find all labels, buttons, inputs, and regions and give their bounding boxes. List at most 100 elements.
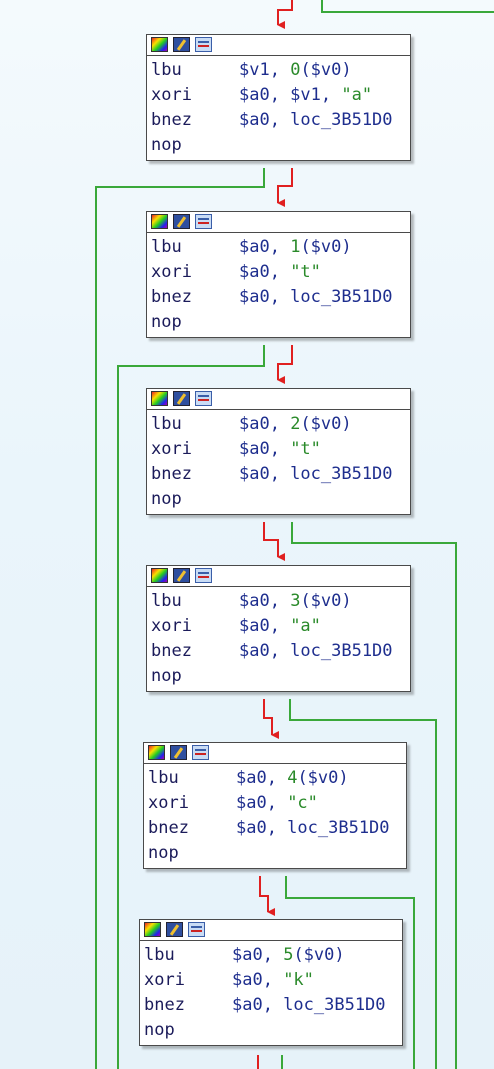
operand: $a0, loc_3B51D0	[239, 287, 393, 307]
opcode: xori	[151, 616, 192, 636]
instruction-line[interactable]: lbu$v1, 0($v0)	[151, 58, 406, 83]
operand: $a0, loc_3B51D0	[239, 641, 393, 661]
instruction-line[interactable]: bnez $a0, loc_3B51D0	[151, 108, 406, 133]
instruction-line[interactable]: nop	[151, 664, 406, 689]
edge-true	[291, 522, 457, 1069]
opcode: lbu	[151, 237, 182, 257]
edge-true	[285, 876, 415, 1069]
edge-false	[259, 876, 275, 916]
instruction-line[interactable]: lbu$a0, 1($v0)	[151, 235, 406, 260]
opcode: xori	[151, 85, 192, 105]
palette-icon[interactable]	[151, 568, 168, 583]
code-block[interactable]: lbu$v1, 0($v0)xori$a0, $v1, "a"bnez $a0, …	[146, 34, 411, 161]
offset-number: 3	[290, 591, 301, 611]
code-block[interactable]: lbu$a0, 2($v0)xori$a0, "t"bnez$a0, loc_3…	[146, 388, 411, 515]
base-register: ($v0)	[297, 768, 349, 788]
code-block[interactable]: lbu$a0, 1($v0)xori$a0, "t"bnez$a0, loc_3…	[146, 211, 411, 338]
xref-icon[interactable]	[195, 214, 212, 229]
instruction-line[interactable]: lbu$a0, 5($v0)	[144, 943, 398, 968]
operand: $a0,	[232, 970, 284, 990]
instruction-line[interactable]: xori$a0, "a"	[151, 614, 406, 639]
palette-icon[interactable]	[151, 391, 168, 406]
string-literal: "a"	[341, 85, 373, 105]
edit-icon[interactable]	[173, 37, 190, 52]
string-literal: "t"	[290, 439, 321, 459]
block-header	[144, 743, 406, 764]
xref-icon[interactable]	[195, 391, 212, 406]
instruction-line[interactable]: xori$a0, "k"	[144, 968, 398, 993]
instruction-line[interactable]: bnez$a0, loc_3B51D0	[151, 462, 406, 487]
code-block[interactable]: lbu$a0, 5($v0)xori$a0, "k"bnez$a0, loc_3…	[139, 919, 403, 1046]
instruction-line[interactable]: lbu$a0, 4($v0)	[148, 766, 402, 791]
operand: $a0,	[236, 793, 288, 813]
opcode: nop	[151, 666, 182, 686]
instruction-line[interactable]: xori$a0, "t"	[151, 260, 406, 285]
block-header	[147, 389, 410, 410]
xref-icon[interactable]	[195, 568, 212, 583]
opcode: bnez	[144, 995, 185, 1015]
opcode: lbu	[144, 945, 175, 965]
opcode: xori	[144, 970, 185, 990]
instruction-line[interactable]: nop	[151, 487, 406, 512]
opcode: bnez	[151, 464, 192, 484]
instruction-line[interactable]: nop	[148, 841, 402, 866]
edit-icon[interactable]	[166, 922, 183, 937]
instruction-line[interactable]: lbu$a0, 2($v0)	[151, 412, 406, 437]
instruction-line[interactable]: xori$a0, "c"	[148, 791, 402, 816]
instruction-line[interactable]: bnez$a0, loc_3B51D0	[144, 993, 398, 1018]
edge-false	[263, 699, 279, 739]
instruction-line[interactable]: lbu$a0, 3($v0)	[151, 589, 406, 614]
instruction-line[interactable]: nop	[151, 310, 406, 335]
operand: $a0, loc_3B51D0	[239, 110, 393, 130]
edge-true	[289, 699, 437, 1069]
edge-true	[321, 0, 494, 13]
opcode: nop	[151, 489, 182, 509]
offset-number: 0	[290, 60, 301, 80]
block-header	[147, 212, 410, 233]
instruction-line[interactable]: nop	[151, 133, 406, 158]
edit-icon[interactable]	[173, 391, 190, 406]
palette-icon[interactable]	[151, 37, 168, 52]
opcode: xori	[148, 793, 189, 813]
xref-icon[interactable]	[188, 922, 205, 937]
base-register: ($v0)	[293, 945, 345, 965]
edge-true	[95, 168, 265, 1069]
instruction-line[interactable]: bnez$a0, loc_3B51D0	[151, 285, 406, 310]
opcode: bnez	[151, 110, 192, 130]
opcode: lbu	[148, 768, 179, 788]
operand: $a0,	[239, 262, 291, 282]
edit-icon[interactable]	[173, 568, 190, 583]
opcode: nop	[144, 1020, 175, 1040]
instruction-line[interactable]: bnez$a0, loc_3B51D0	[148, 816, 402, 841]
operand: $a0, loc_3B51D0	[236, 818, 390, 838]
opcode: nop	[151, 312, 182, 332]
opcode: lbu	[151, 60, 182, 80]
xref-icon[interactable]	[192, 745, 209, 760]
instruction-line[interactable]: xori$a0, "t"	[151, 437, 406, 462]
operand: $a0,	[239, 237, 291, 257]
offset-number: 2	[290, 414, 301, 434]
block-header	[147, 566, 410, 587]
block-header	[147, 35, 410, 56]
instruction-line[interactable]: nop	[144, 1018, 398, 1043]
palette-icon[interactable]	[144, 922, 161, 937]
operand: $a0,	[239, 616, 291, 636]
edge-true	[117, 345, 265, 1069]
block-header	[140, 920, 402, 941]
edge-false	[277, 168, 293, 207]
instruction-line[interactable]: xori$a0, $v1, "a"	[151, 83, 406, 108]
edge-false	[263, 522, 285, 561]
instruction-line[interactable]: bnez$a0, loc_3B51D0	[151, 639, 406, 664]
xref-icon[interactable]	[195, 37, 212, 52]
offset-number: 5	[283, 945, 294, 965]
code-block[interactable]: lbu$a0, 3($v0)xori$a0, "a"bnez$a0, loc_3…	[146, 565, 411, 692]
palette-icon[interactable]	[148, 745, 165, 760]
code-block[interactable]: lbu$a0, 4($v0)xori$a0, "c"bnez$a0, loc_3…	[143, 742, 407, 869]
edit-icon[interactable]	[173, 214, 190, 229]
palette-icon[interactable]	[151, 214, 168, 229]
edit-icon[interactable]	[170, 745, 187, 760]
edge-false	[277, 0, 293, 29]
base-register: ($v0)	[300, 60, 352, 80]
string-literal: "t"	[290, 262, 321, 282]
